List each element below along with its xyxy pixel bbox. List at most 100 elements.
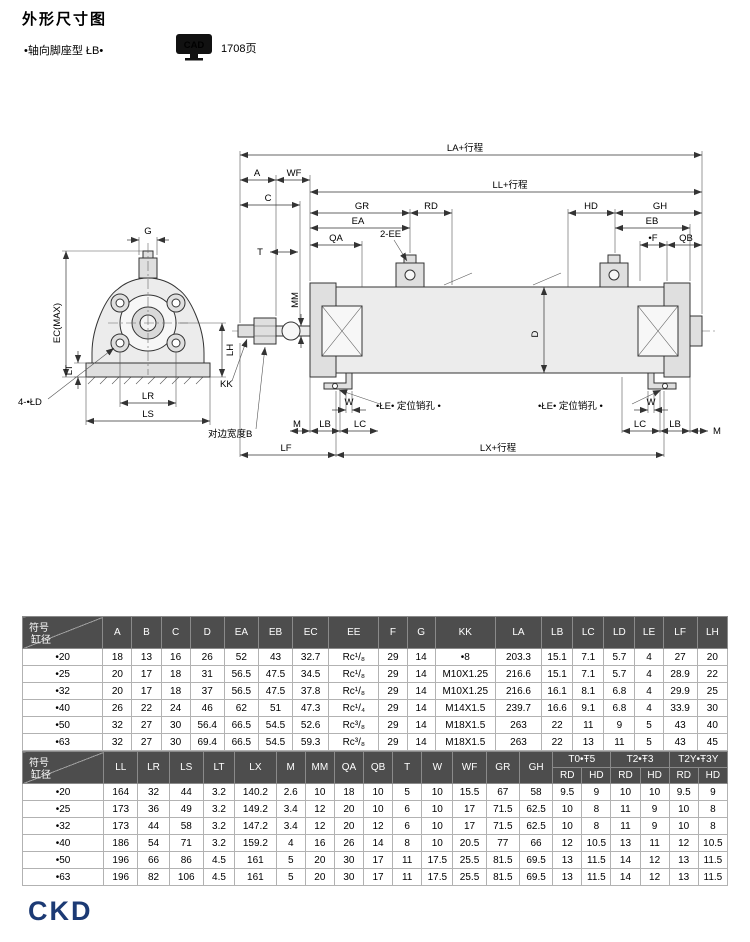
dim-cell: 9.5: [668, 783, 699, 801]
dim-cell: M10X1.25: [434, 665, 496, 683]
dim-cell: 10: [421, 817, 454, 835]
dim-cell: 30: [333, 851, 365, 869]
dim-cell: 10: [362, 783, 394, 801]
dim-cell: 7.1: [572, 648, 605, 666]
switch-group-header: T2•Ŧ3: [610, 751, 670, 768]
dim-cell: 263: [494, 733, 543, 751]
dimension-table-1: 符号 缸径 A B C D EA EB EC EE F G KK LA LB L…: [21, 616, 729, 751]
dim-label-la: LA+行程: [447, 142, 484, 154]
col-header: LT: [202, 751, 236, 784]
dim-cell: 58: [168, 817, 204, 835]
dim-cell: 71.5: [485, 817, 520, 835]
dim-cell: 37: [189, 682, 225, 700]
bore-label: •25: [21, 665, 104, 683]
dim-cell: 58: [518, 783, 554, 801]
wrench-flats: [253, 317, 277, 345]
cad-icon-label: CAD: [184, 40, 205, 51]
dim-label-d: D: [530, 330, 541, 337]
dim-cell: 45: [696, 733, 729, 751]
symbol-header: 符号: [29, 623, 49, 634]
dim-cell: 20: [304, 868, 335, 886]
dim-cell: 37.8: [292, 682, 330, 700]
side-view: LA+行程 A WF LL+行程 C GR RD HD GH EA EB QA …: [208, 142, 721, 459]
col-header: LC: [572, 616, 605, 649]
dim-cell: 49: [168, 800, 204, 818]
dim-cell: 12: [362, 817, 394, 835]
dim-label-gr: GR: [355, 201, 369, 212]
dim-label-eb: EB: [646, 216, 659, 227]
dim-cell: 5: [634, 733, 664, 751]
col-header: A: [102, 616, 133, 649]
dim-cell: 27: [131, 733, 162, 751]
dim-cell: 14: [406, 699, 436, 717]
dim-cell: 5: [275, 868, 306, 886]
dim-label-qa: QA: [329, 233, 343, 244]
dim-cell: 29: [378, 699, 408, 717]
col-header: LF: [662, 616, 698, 649]
col-header: EB: [257, 616, 294, 649]
dim-cell: 16.1: [541, 682, 574, 700]
sub-header: RD: [668, 767, 699, 784]
dim-label-ls: LS: [142, 409, 154, 420]
dim-cell: M18X1.5: [434, 716, 496, 734]
dim-cell: Rc³/₈: [328, 733, 380, 751]
dim-cell: 66.5: [223, 716, 259, 734]
dim-cell: 26: [333, 834, 365, 852]
table2-corner-header: 符号 缸径: [21, 751, 105, 784]
dim-label-lc-right: LC: [634, 419, 646, 430]
dim-cell: 54: [137, 834, 170, 852]
dim-label-mm: MM: [290, 292, 301, 308]
dim-cell: 106: [168, 868, 204, 886]
dim-cell: 22: [131, 699, 162, 717]
dim-cell: 10: [304, 783, 335, 801]
col-header: KK: [434, 616, 496, 649]
dim-cell: 12: [668, 834, 699, 852]
dim-cell: 67: [485, 783, 520, 801]
dim-cell: 17: [362, 868, 394, 886]
dim-label-c: C: [265, 193, 272, 204]
switch-group-header: T0•Ŧ5: [552, 751, 612, 768]
dim-label-lb-right: LB: [669, 419, 681, 430]
dim-cell: 33.9: [662, 699, 698, 717]
dim-cell: 164: [103, 783, 139, 801]
dim-cell: 10: [639, 783, 670, 801]
dim-cell: 66.5: [223, 733, 259, 751]
dim-cell: 4: [634, 648, 664, 666]
dim-label-ea: EA: [352, 216, 365, 227]
dim-cell: 216.6: [494, 665, 543, 683]
dim-cell: 32: [137, 783, 170, 801]
bore-label: •32: [21, 817, 105, 835]
dim-cell: 52: [223, 648, 259, 666]
dim-cell: 5.7: [603, 665, 636, 683]
dim-cell: 81.5: [485, 851, 520, 869]
dim-cell: 11: [610, 817, 641, 835]
dimension-drawing: G EC(MAX) LT LH 4-•ŁD LR LS: [18, 142, 721, 459]
cad-reference[interactable]: CAD 1708页: [175, 33, 256, 63]
dimension-table-2: 符号 缸径 LL LR LS LT LX M MM QA QB T W WF G…: [21, 751, 729, 886]
dim-cell: 12: [552, 834, 583, 852]
dim-cell: 13: [552, 868, 583, 886]
bore-label: •32: [21, 682, 104, 700]
dim-cell: 10.5: [697, 834, 729, 852]
dim-cell: 10: [421, 834, 454, 852]
col-header: LX: [234, 751, 277, 784]
bore-label: •40: [21, 834, 105, 852]
dim-cell: 27: [131, 716, 162, 734]
dim-cell: 51: [257, 699, 294, 717]
dim-cell: 14: [406, 665, 436, 683]
dim-cell: 31: [189, 665, 225, 683]
dim-cell: 62.5: [518, 817, 554, 835]
dim-cell: 27: [662, 648, 698, 666]
dim-cell: 8.1: [572, 682, 605, 700]
dim-cell: 66: [137, 851, 170, 869]
dim-cell: 13: [131, 648, 162, 666]
dim-label-lx: LX+行程: [480, 442, 517, 454]
dim-cell: 46: [189, 699, 225, 717]
dim-cell: Rc¹/₄: [328, 699, 380, 717]
dim-cell: 66: [518, 834, 554, 852]
dim-cell: 17: [452, 800, 487, 818]
foot-angle-left: [323, 372, 353, 390]
dim-label-g: G: [144, 226, 151, 237]
